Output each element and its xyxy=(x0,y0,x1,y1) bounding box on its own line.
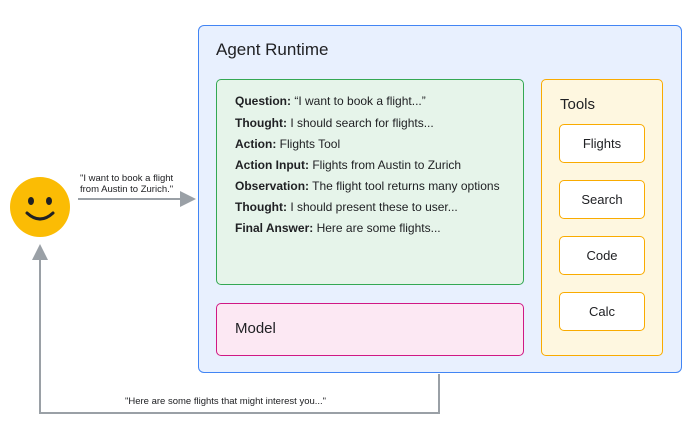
agent-response-text: "Here are some flights that might intere… xyxy=(125,396,327,407)
user-request-line-2: from Austin to Zurich." xyxy=(80,184,174,195)
agent-runtime-title: Agent Runtime xyxy=(216,40,329,59)
trace-line-final-answer: Final Answer: Here are some flights... xyxy=(235,221,441,235)
tool-code: Code xyxy=(559,236,645,275)
trace-line-thought: Thought: I should search for flights... xyxy=(235,116,434,130)
user-request-line-1: "I want to book a flight xyxy=(80,173,174,184)
trace-line-question: Question: “I want to book a flight...” xyxy=(235,94,426,108)
smiley-face-icon xyxy=(10,177,70,237)
tool-search: Search xyxy=(559,180,645,219)
trace-line-thought-2: Thought: I should present these to user.… xyxy=(235,200,458,214)
tools-title: Tools xyxy=(560,96,596,113)
trace-line-action: Action: Flights Tool xyxy=(235,137,341,151)
tool-flights: Flights xyxy=(559,124,645,163)
response-arrow xyxy=(32,244,440,414)
user-request-text: "I want to book a flight from Austin to … xyxy=(80,173,173,195)
reasoning-trace-box xyxy=(216,79,524,285)
model-box xyxy=(216,303,524,356)
trace-line-action-input: Action Input: Flights from Austin to Zur… xyxy=(235,158,462,172)
model-label: Model xyxy=(235,320,276,337)
trace-line-observation: Observation: The flight tool returns man… xyxy=(235,179,500,193)
tool-calc: Calc xyxy=(559,292,645,331)
